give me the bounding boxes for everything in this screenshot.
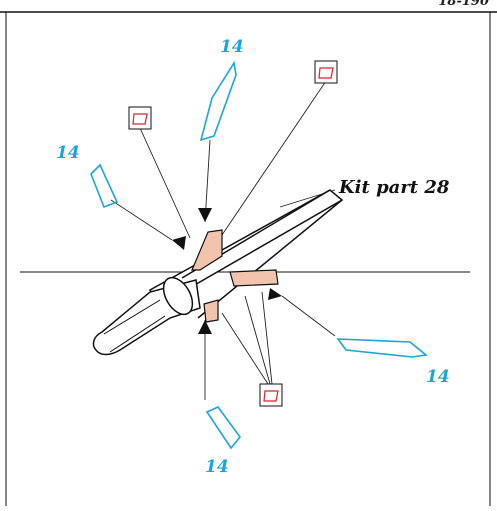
- page-reference: 18-190: [438, 0, 489, 9]
- part-label: 14: [220, 37, 244, 57]
- arrow-icon: [172, 236, 186, 250]
- part-14-shape: [336, 338, 428, 358]
- part-14-shape: [199, 60, 237, 142]
- boom: [92, 189, 344, 356]
- arrow-icon: [268, 288, 282, 300]
- upper-fin: [191, 229, 223, 271]
- kit-part-label: Kit part 28: [338, 177, 450, 198]
- part-14-shape: [90, 163, 119, 209]
- glue-icons: [128, 60, 338, 407]
- part-label: 14: [426, 367, 450, 387]
- fin-parts: [191, 229, 279, 323]
- side-fin: [229, 269, 279, 287]
- part-label: 14: [56, 143, 80, 163]
- part-14-shape: [205, 406, 242, 450]
- part-label: 14: [205, 457, 229, 477]
- lower-fin: [203, 299, 219, 323]
- glue-icon: [314, 60, 338, 84]
- arrow-icon: [198, 208, 212, 222]
- arrow-icon: [198, 320, 212, 334]
- callout-parts: [90, 60, 428, 450]
- glue-icon: [259, 383, 283, 407]
- glue-icon: [128, 106, 152, 130]
- arrowheads: [172, 208, 282, 334]
